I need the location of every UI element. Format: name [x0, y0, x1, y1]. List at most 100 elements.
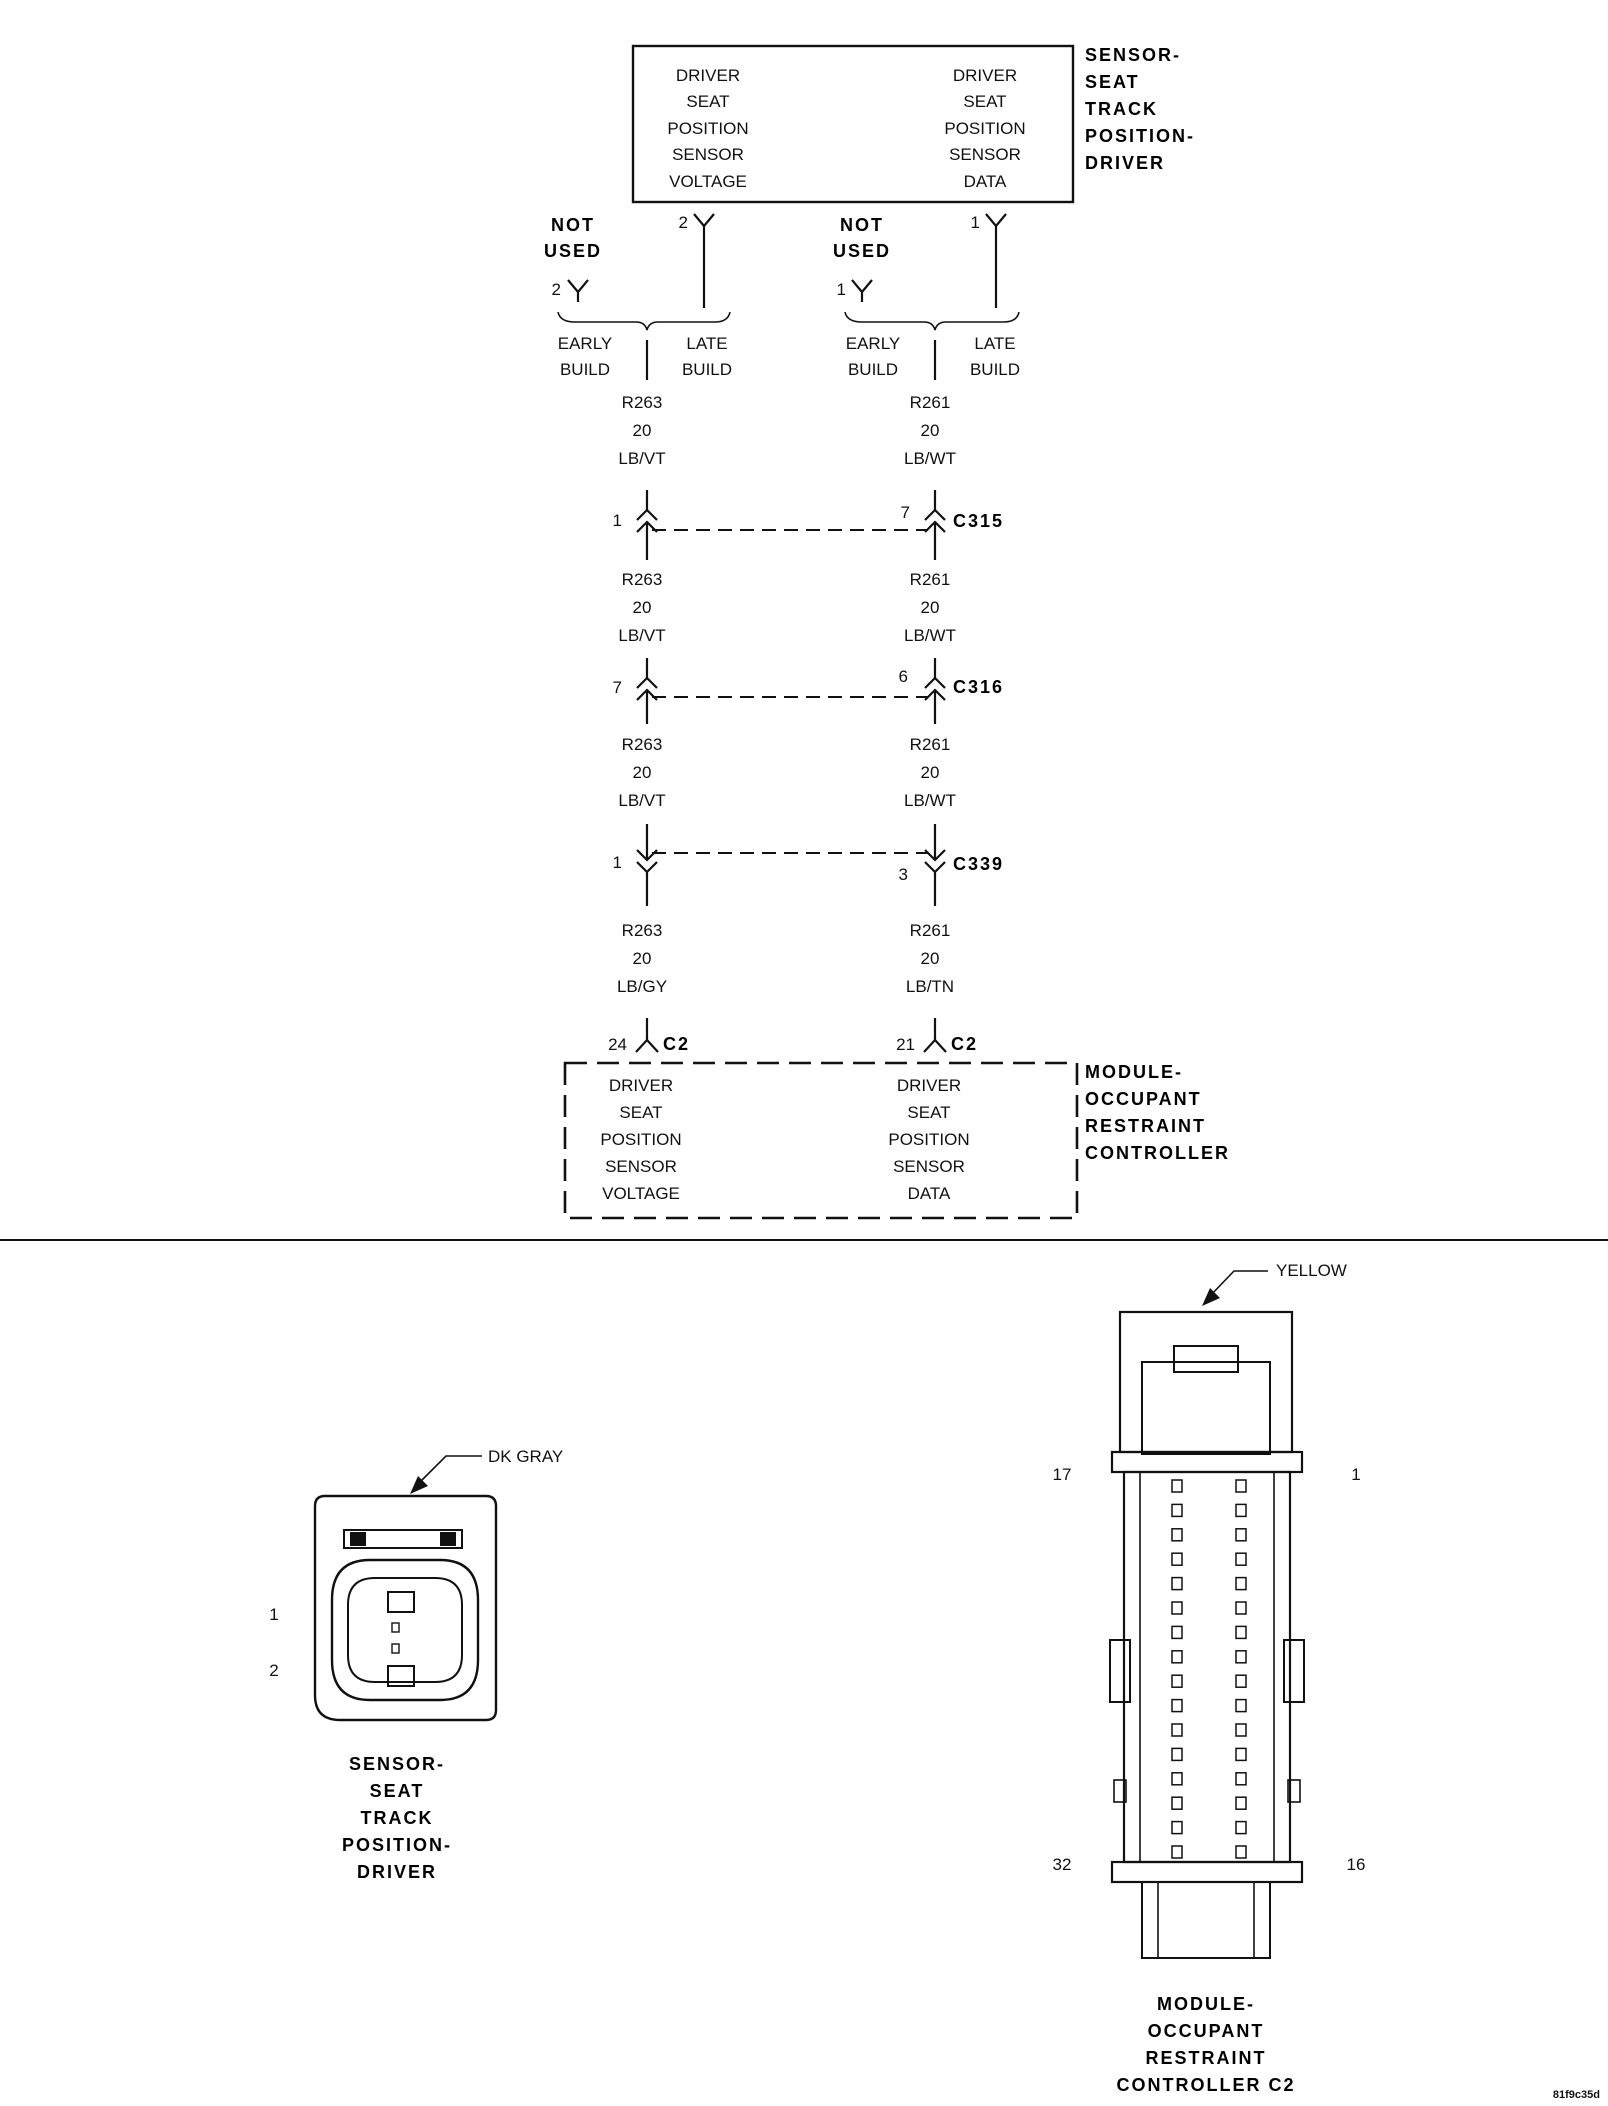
- pin-cavity: [1235, 1576, 1247, 1591]
- sensor-pin-1: 1: [269, 1605, 278, 1624]
- right-early-label: BUILD: [848, 360, 898, 379]
- pin-cavity: [1235, 1479, 1247, 1493]
- sensor-right-line: POSITION: [944, 119, 1025, 138]
- sensor-title-line: SENSOR-: [1085, 45, 1181, 65]
- module-right-line: DATA: [908, 1184, 951, 1203]
- right-early-pin: 1: [837, 280, 846, 299]
- pin-cavity: [1171, 1601, 1183, 1615]
- sensor-left-line: SEAT: [686, 92, 729, 111]
- pin-cavity: [1171, 1552, 1183, 1566]
- left-wire-gauge: 20: [633, 598, 652, 617]
- module-view-title: CONTROLLER C2: [1117, 2075, 1296, 2095]
- pin-cavity: [1235, 1625, 1247, 1640]
- left-not-used: USED: [544, 241, 602, 261]
- figure-code: 81f9c35d: [1553, 2089, 1600, 2101]
- right-wire-gauge: 20: [921, 598, 940, 617]
- right-wire-circuit: R261: [910, 393, 951, 412]
- module-title-line: CONTROLLER: [1085, 1143, 1230, 1163]
- connector-dash-lines: C315 C316 C339: [652, 511, 1004, 874]
- module-view-title: RESTRAINT: [1146, 2048, 1267, 2068]
- left-early-label: BUILD: [560, 360, 610, 379]
- right-c339-pin: 3: [899, 865, 908, 884]
- sensor-right-line: DRIVER: [953, 66, 1017, 85]
- sensor-connector-view: DK GRAY 1 2 SENSOR- SEAT TRACK POSITION-…: [269, 1447, 563, 1882]
- pin-cavity: [1235, 1552, 1247, 1566]
- sensor-left-line: DRIVER: [676, 66, 740, 85]
- module-pin-16: 16: [1347, 1855, 1366, 1874]
- left-wire-circuit: R263: [622, 570, 663, 589]
- right-c316-pin: 6: [899, 667, 908, 686]
- pin-cavity: [1235, 1601, 1247, 1615]
- left-wire-color: LB/VT: [618, 449, 665, 468]
- right-wire-circuit: R261: [910, 735, 951, 754]
- sensor-title-line: POSITION-: [1085, 126, 1195, 146]
- module-left-line: POSITION: [600, 1130, 681, 1149]
- sensor-title: SENSOR- SEAT TRACK POSITION- DRIVER: [1085, 45, 1195, 173]
- pin-cavity: [1171, 1820, 1183, 1835]
- pin-cavity: [1171, 1650, 1183, 1664]
- left-wire-gauge: 20: [633, 949, 652, 968]
- right-wire-color: LB/WT: [904, 791, 956, 810]
- pin-cavity: [1235, 1796, 1247, 1810]
- right-wire-color: LB/WT: [904, 449, 956, 468]
- right-late-label: LATE: [974, 334, 1015, 353]
- module-left-line: SEAT: [619, 1103, 662, 1122]
- module-pin-32: 32: [1053, 1855, 1072, 1874]
- pin-cavity: [1171, 1528, 1183, 1542]
- module-left-line: SENSOR: [605, 1157, 677, 1176]
- left-wire-color: LB/VT: [618, 626, 665, 645]
- module-right-line: POSITION: [888, 1130, 969, 1149]
- sensor-view-title: SENSOR-: [349, 1754, 445, 1774]
- pin-cavity: [1235, 1674, 1247, 1688]
- left-c315-pin: 1: [613, 511, 622, 530]
- right-late-label: BUILD: [970, 360, 1020, 379]
- module-right-line: DRIVER: [897, 1076, 961, 1095]
- module-box: DRIVER SEAT POSITION SENSOR VOLTAGE DRIV…: [563, 1061, 1079, 1220]
- right-not-used: NOT: [840, 215, 884, 235]
- left-c316-pin: 7: [613, 678, 622, 697]
- sensor-right-line: SEAT: [963, 92, 1006, 111]
- right-wire-gauge: 20: [921, 949, 940, 968]
- pin-cavity: [1235, 1528, 1247, 1542]
- right-wire-gauge: 20: [921, 421, 940, 440]
- sensor-title-line: DRIVER: [1085, 153, 1165, 173]
- right-c315-pin: 7: [901, 503, 910, 522]
- right-late-pin: 1: [971, 213, 980, 232]
- right-wire-color: LB/WT: [904, 626, 956, 645]
- module-title: MODULE- OCCUPANT RESTRAINT CONTROLLER: [1085, 1062, 1230, 1163]
- module-view-title: OCCUPANT: [1148, 2021, 1265, 2041]
- pin-cavity: [1235, 1845, 1247, 1859]
- pin-cavity: [1235, 1650, 1247, 1664]
- sensor-left-line: POSITION: [667, 119, 748, 138]
- sensor-view-title: POSITION-: [342, 1835, 452, 1855]
- pin-cavity: [1171, 1796, 1183, 1810]
- sensor-pin-2: 2: [269, 1661, 278, 1680]
- left-wire-gauge: 20: [633, 763, 652, 782]
- pin-cavity: [1171, 1698, 1183, 1713]
- left-c2-label: C2: [663, 1034, 690, 1054]
- pin-cavity: [1171, 1674, 1183, 1688]
- module-left-line: DRIVER: [609, 1076, 673, 1095]
- right-not-used: USED: [833, 241, 891, 261]
- left-not-used: NOT: [551, 215, 595, 235]
- right-wire-circuit: R261: [910, 921, 951, 940]
- right-circuit: 1 NOT USED 1 EARLY BUILD LATE BUILD R261…: [833, 213, 1020, 1054]
- module-pin-1: 1: [1351, 1465, 1360, 1484]
- module-connector-view: YELLOW 17 1 32 16 MODULE- OCCUPANT RESTR…: [1053, 1261, 1366, 2095]
- pin-cavity: [1235, 1698, 1247, 1713]
- left-late-label: BUILD: [682, 360, 732, 379]
- yellow-label: YELLOW: [1276, 1261, 1347, 1280]
- pin-cavity: [1171, 1576, 1183, 1591]
- left-late-label: LATE: [686, 334, 727, 353]
- pin-cavity: [1235, 1747, 1247, 1762]
- pin-cavity: [1171, 1772, 1183, 1786]
- right-module-pin: 21: [896, 1035, 915, 1054]
- connector-c315-label: C315: [953, 511, 1004, 531]
- pin-cavity: [1171, 1747, 1183, 1762]
- pin-cavity: [1235, 1723, 1247, 1737]
- sensor-title-line: TRACK: [1085, 99, 1158, 119]
- module-view-title: MODULE-: [1157, 1994, 1255, 2014]
- module-right-line: SENSOR: [893, 1157, 965, 1176]
- sensor-view-title: DRIVER: [357, 1862, 437, 1882]
